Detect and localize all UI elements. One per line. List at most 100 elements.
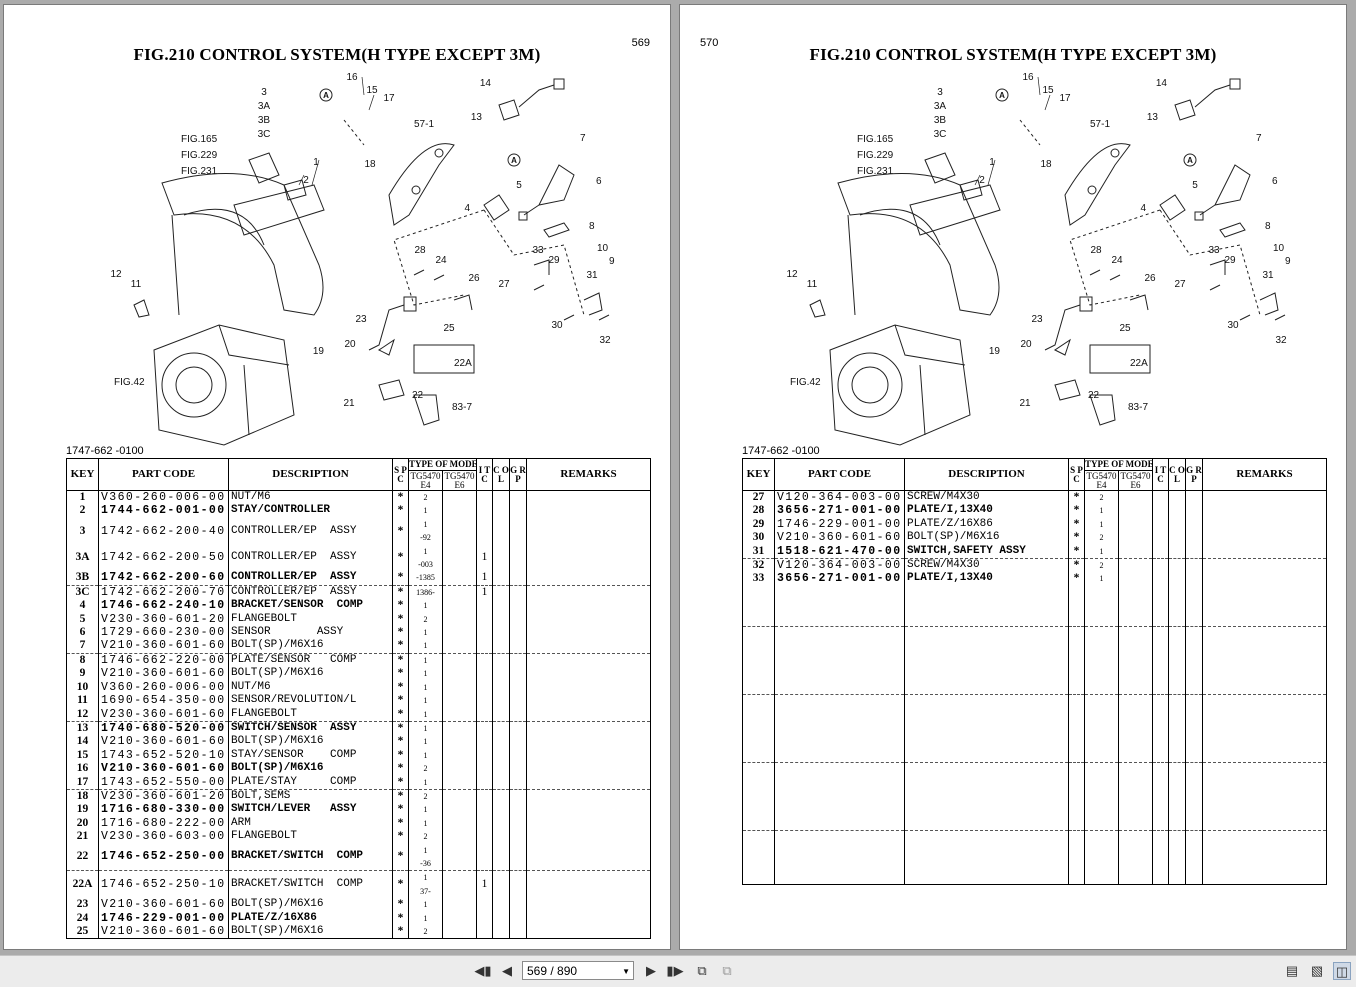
go-back-button[interactable]: ⧉ [693, 962, 711, 980]
part-code-cell: 1746-229-001-00 [774, 517, 905, 532]
remarks-cell [526, 721, 651, 736]
go-forward-button[interactable]: ⧉ [718, 962, 736, 980]
remarks-cell [526, 639, 651, 654]
model-e6-line2: E6 [1130, 479, 1141, 490]
page-number-dropdown[interactable]: 569 / 890▼ [522, 961, 634, 980]
col-col: C O L [492, 458, 511, 491]
callout-k14: 14 [480, 78, 492, 89]
spc-cell: * [392, 504, 409, 518]
description-cell: BOLT(SP)/M6X16 [228, 762, 393, 776]
callout-k1: 1 [989, 157, 995, 168]
remarks-cell [526, 680, 651, 695]
table-row-empty [742, 612, 1327, 628]
callout-k8: 8 [1265, 221, 1271, 232]
dropdown-arrow-icon: ▼ [622, 967, 630, 976]
callout-k19: 19 [989, 346, 1001, 357]
table-row-empty [742, 857, 1327, 872]
callout-k23: 23 [1031, 314, 1043, 325]
table-row: 7 V210-360-601-60 BOLT(SP)/M6X16 * 1 [66, 639, 651, 654]
description-cell: PLATE/I,13X40 [904, 572, 1069, 586]
qty-e6-cell [441, 803, 478, 817]
table-row-empty [742, 599, 1327, 613]
itc-cell [476, 898, 494, 912]
callout-k33: 33 [1208, 245, 1220, 256]
callout-k10: 10 [597, 243, 609, 254]
part-code-cell: V120-364-003-00 [774, 558, 905, 573]
description-cell: SENSOR/REVOLUTION/L [228, 694, 393, 708]
qty-e4-cell: 1 [408, 816, 443, 831]
previous-page-button[interactable]: ◀ [498, 962, 516, 980]
first-page-button[interactable]: ◀▮ [474, 962, 492, 980]
callout-k15: 15 [1042, 85, 1054, 96]
grp-cell [509, 762, 528, 776]
continuous-view-button[interactable]: ▧ [1308, 962, 1326, 980]
table-row: 16 V210-360-601-60 BOLT(SP)/M6X16 * 2 [66, 762, 651, 776]
col-cell [1168, 531, 1187, 545]
callout-k12: 12 [110, 269, 122, 280]
itc-cell [476, 762, 494, 776]
remarks-cell [526, 653, 651, 668]
next-page-button[interactable]: ▶ [642, 962, 660, 980]
itc-cell: 1 [476, 870, 494, 899]
part-code-cell: 1716-680-330-00 [98, 803, 229, 817]
two-page-view-button[interactable]: ◫ [1333, 962, 1351, 980]
spc-cell: * [392, 490, 409, 505]
grp-cell [509, 653, 528, 668]
key-cell: 11 [66, 694, 99, 708]
description-cell: SCREW/M4X30 [904, 558, 1069, 573]
col-cell [492, 585, 511, 600]
callout-k31: 31 [586, 270, 598, 281]
key-cell: 3A [66, 544, 99, 572]
callout-k4: 4 [464, 203, 470, 214]
grp-cell [509, 694, 528, 708]
grp-cell [509, 830, 528, 844]
spc-cell: * [392, 707, 409, 722]
part-code-cell: V210-360-601-60 [98, 735, 229, 749]
callout-k28: 28 [414, 245, 426, 256]
key-cell: 2 [66, 504, 99, 518]
qty-e4-cell: 1 [408, 504, 443, 518]
grp-cell [509, 585, 528, 600]
remarks-cell [526, 816, 651, 831]
qty-e6-cell [441, 490, 478, 505]
callout-k24: 24 [435, 255, 447, 266]
grp-cell [509, 490, 528, 505]
remarks-cell [526, 925, 651, 940]
spc-cell: * [392, 585, 409, 600]
part-code-cell: 1743-652-550-00 [98, 775, 229, 790]
part-code-cell: 1746-662-220-00 [98, 653, 229, 668]
description-cell: PLATE/Z/16X86 [904, 517, 1069, 532]
table-row: 27 V120-364-003-00 SCREW/M4X30 * 2 [742, 490, 1327, 505]
callout-fig165: FIG.165 [181, 134, 218, 145]
qty-e4-cell: 1 [1084, 517, 1119, 532]
table-row: 24 1746-229-001-00 PLATE/Z/16X86 * 1 [66, 911, 651, 925]
col-cell [1168, 504, 1187, 518]
part-code-cell: V230-360-601-60 [98, 707, 229, 722]
remarks-cell [526, 707, 651, 722]
callout-k16: 16 [1022, 72, 1034, 83]
col-type-of-model: TYPE OF MODEL [407, 458, 478, 471]
description-cell: SENSOR ASSY [228, 626, 393, 640]
itc-cell [476, 707, 494, 722]
qty-e6-cell [441, 762, 478, 776]
callout-k837: 83-7 [1128, 402, 1148, 413]
part-code-cell: 3656-271-001-00 [774, 504, 905, 518]
key-cell: 1 [66, 490, 99, 505]
col-cell [492, 517, 511, 545]
callout-circle-a: A [999, 91, 1005, 100]
last-page-button[interactable]: ▮▶ [666, 962, 684, 980]
key-cell: 22 [66, 843, 99, 872]
col-cell [492, 735, 511, 749]
table-row: 17 1743-652-550-00 PLATE/STAY COMP * 1 [66, 775, 651, 790]
table-row-empty [742, 626, 1327, 641]
itc-cell [476, 680, 494, 695]
remarks-cell [526, 571, 651, 586]
spc-cell: * [392, 911, 409, 925]
qty-e6-cell [441, 626, 478, 640]
single-page-view-button[interactable]: ▤ [1283, 962, 1301, 980]
itc-cell [476, 803, 494, 817]
part-code-cell: V210-360-601-60 [98, 925, 229, 940]
itc-cell [476, 612, 494, 627]
page-number: 569 [631, 37, 650, 49]
itc-cell [476, 626, 494, 640]
